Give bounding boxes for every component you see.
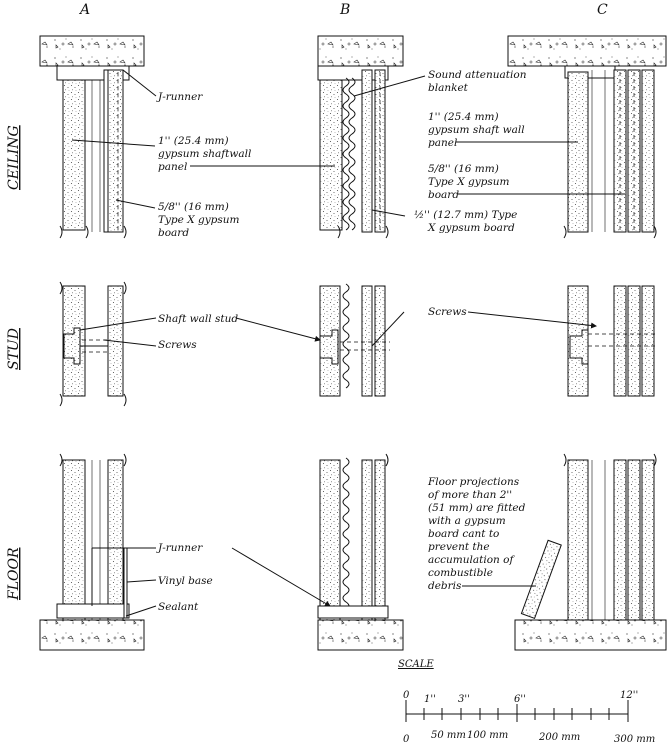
shaftwall-panel-a	[62, 79, 86, 231]
label-j-runner-bottom: J-runner	[156, 542, 203, 554]
scale-inch-3: 3''	[458, 694, 470, 705]
stud-detail-b	[319, 283, 390, 397]
shaftwall-panel-c	[567, 71, 589, 233]
label-typex-a-1: 5/8'' (16 mm)	[158, 201, 229, 213]
scale-mm-200: 200 mm	[538, 732, 580, 743]
label-j-runner-top: J-runner	[156, 91, 203, 103]
label-sound-blanket-1: Sound attenuation	[428, 69, 527, 81]
half-inch-board-b-1	[361, 69, 373, 233]
label-typex-a-3: board	[158, 227, 189, 239]
floor-detail-b	[317, 453, 404, 651]
scale-bar: SCALE 0 1'' 3'' 6'' 12'' 0 50 mm 100 mm …	[398, 659, 655, 743]
typex-board-c-3	[641, 69, 655, 233]
floor-note-line-5: board cant to	[428, 528, 499, 540]
label-shaftwall-c-2: gypsum shaft wall	[428, 124, 525, 136]
column-header-c: C	[597, 2, 608, 18]
shaft-wall-stud-a	[63, 327, 81, 365]
scale-mm-100: 100 mm	[467, 730, 508, 741]
row-header-floor: FLOOR	[6, 547, 22, 601]
floor-detail-a	[39, 453, 145, 651]
floor-note-line-3: (51 mm) are fitted	[428, 502, 526, 514]
scale-inch-12: 12''	[620, 690, 638, 701]
label-shaftwall-a-1: 1'' (25.4 mm)	[158, 135, 229, 147]
label-sealant: Sealant	[158, 601, 199, 613]
label-sound-blanket-2: blanket	[428, 82, 469, 94]
ceiling-detail-a	[39, 35, 145, 239]
scale-mm-300: 300 mm	[614, 734, 655, 743]
label-typex-c-2: Type X gypsum	[428, 176, 510, 188]
floor-detail-c	[514, 453, 667, 651]
floor-note-line-7: accumulation of	[428, 554, 515, 566]
scale-inch-1: 1''	[424, 694, 436, 705]
shaftwall-panel-b	[319, 79, 343, 231]
label-shaftwall-c-1: 1'' (25.4 mm)	[428, 111, 499, 123]
row-header-stud: STUD	[6, 328, 22, 370]
floor-note-line-6: prevent the	[428, 541, 490, 553]
vinyl-base-a	[123, 547, 128, 619]
scale-inch-6: 6''	[514, 694, 526, 705]
floor-note-line-2: of more than 2''	[428, 489, 512, 501]
floor-note-line-9: debris	[428, 580, 462, 592]
label-vinyl-base: Vinyl base	[158, 575, 213, 587]
ceiling-slab-c	[507, 35, 667, 67]
scale-title: SCALE	[398, 659, 434, 670]
label-typex-c-3: board	[428, 189, 459, 201]
label-half-inch-1: ½'' (12.7 mm) Type	[414, 209, 517, 221]
label-shaftwall-a-2: gypsum shaftwall	[158, 148, 251, 160]
typex-board-a	[107, 69, 124, 233]
stud-detail-a	[59, 281, 127, 407]
label-screws-a: Screws	[158, 339, 197, 351]
stud-detail-c	[567, 285, 658, 397]
stud-panel-a-1	[62, 285, 86, 397]
scale-mm-0: 0	[403, 734, 410, 743]
label-typex-c-1: 5/8'' (16 mm)	[428, 163, 499, 175]
scale-inch-0: 0	[403, 690, 410, 701]
label-shaftwall-a-3: panel	[158, 161, 187, 173]
ceiling-slab-b	[317, 35, 404, 67]
j-runner-bottom-a	[56, 603, 130, 619]
ceiling-slab-a	[39, 35, 145, 67]
label-screws-b: Screws	[428, 306, 467, 318]
floor-slab-c	[514, 619, 667, 651]
ceiling-detail-c	[507, 35, 667, 239]
column-header-b: B	[339, 2, 350, 18]
scale-mm-50: 50 mm	[431, 730, 466, 741]
label-shaft-wall-stud: Shaft wall stud	[158, 313, 238, 325]
label-half-inch-2: X gypsum board	[427, 222, 515, 234]
ceiling-detail-b	[317, 35, 404, 239]
floor-note-line-1: Floor projections	[427, 476, 520, 488]
gypsum-cant-board-c	[520, 539, 562, 620]
floor-slab-b	[317, 619, 404, 651]
column-header-a: A	[78, 2, 90, 18]
row-header-ceiling: CEILING	[6, 125, 22, 190]
floor-note-line-8: combustible	[428, 567, 493, 579]
sound-blanket-b	[342, 77, 350, 231]
floor-slab-a	[39, 619, 145, 651]
floor-note-line-4: with a gypsum	[428, 515, 506, 527]
label-typex-a-2: Type X gypsum	[158, 214, 240, 226]
label-shaftwall-c-3: panel	[428, 137, 457, 149]
